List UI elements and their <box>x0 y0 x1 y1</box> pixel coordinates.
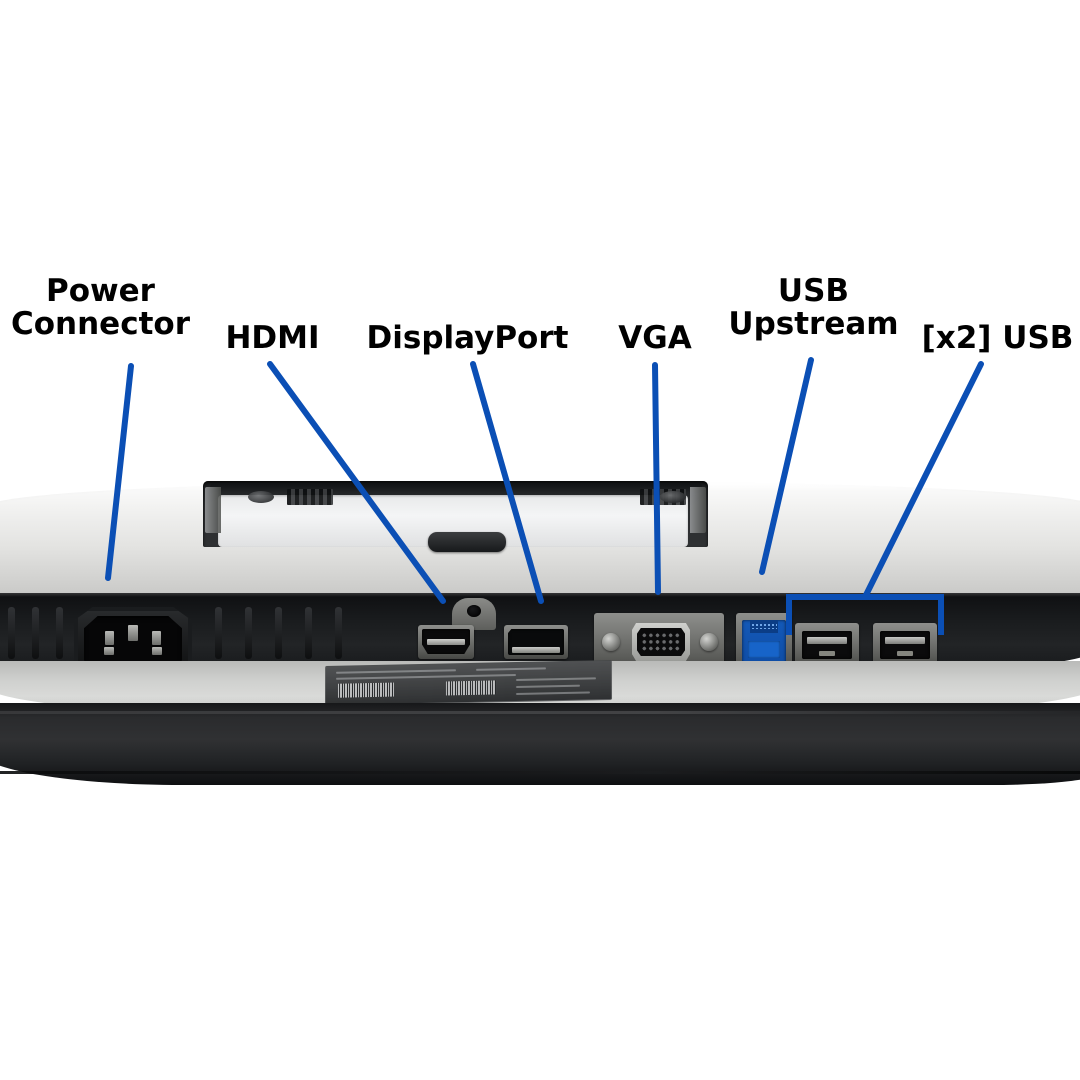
regulatory-label <box>325 659 612 707</box>
label-usb-downstream: [x2] USB <box>921 320 1074 356</box>
vga-thumbscrew-right <box>700 633 718 651</box>
label-hdmi: HDMI <box>225 320 320 356</box>
bezel-seam-top <box>0 711 1080 714</box>
bezel-seam-bottom <box>0 771 1080 774</box>
usb-downstream-contact-bar-2 <box>885 637 925 644</box>
power-pin-right <box>152 631 161 645</box>
label-usb-upstream: USB Upstream <box>728 273 899 343</box>
vesa-recess-lip <box>210 483 702 495</box>
stand-release-tab <box>428 532 506 552</box>
vga-pin-array <box>641 632 681 652</box>
usb-downstream-tab-1 <box>819 651 835 656</box>
stand-screw-right <box>660 491 686 503</box>
usb-upstream-core <box>748 641 780 658</box>
vent-grille-left <box>287 489 333 505</box>
power-pin-left <box>105 631 114 645</box>
vent-slot <box>32 607 39 659</box>
mount-hole <box>467 605 481 617</box>
monitor-photo <box>0 455 1080 805</box>
usb-downstream-contact-bar-1 <box>807 637 847 644</box>
vent-slot <box>215 607 222 659</box>
vent-slot <box>275 607 282 659</box>
stand-bracket-right <box>690 487 706 533</box>
usb-upstream-contacts <box>751 623 777 629</box>
vent-slot <box>56 607 63 659</box>
displayport-contact-tongue <box>512 647 560 653</box>
usb-downstream-tab-2 <box>897 651 913 656</box>
label-power-connector: Power Connector <box>11 273 190 343</box>
panel-highlight <box>0 593 1080 597</box>
vent-slot <box>335 607 342 659</box>
vent-slot <box>245 607 252 659</box>
hdmi-contact-tongue <box>427 639 465 645</box>
vga-thumbscrew-left <box>602 633 620 651</box>
vent-slot <box>305 607 312 659</box>
vent-slot <box>8 607 15 659</box>
stand-bracket-left <box>205 487 221 533</box>
stand-screw-left <box>248 491 274 503</box>
power-pin-left-lower <box>104 647 114 655</box>
power-pin-earth <box>128 625 138 641</box>
power-pin-right-lower <box>152 647 162 655</box>
label-vga: VGA <box>618 320 692 356</box>
label-displayport: DisplayPort <box>366 320 569 356</box>
